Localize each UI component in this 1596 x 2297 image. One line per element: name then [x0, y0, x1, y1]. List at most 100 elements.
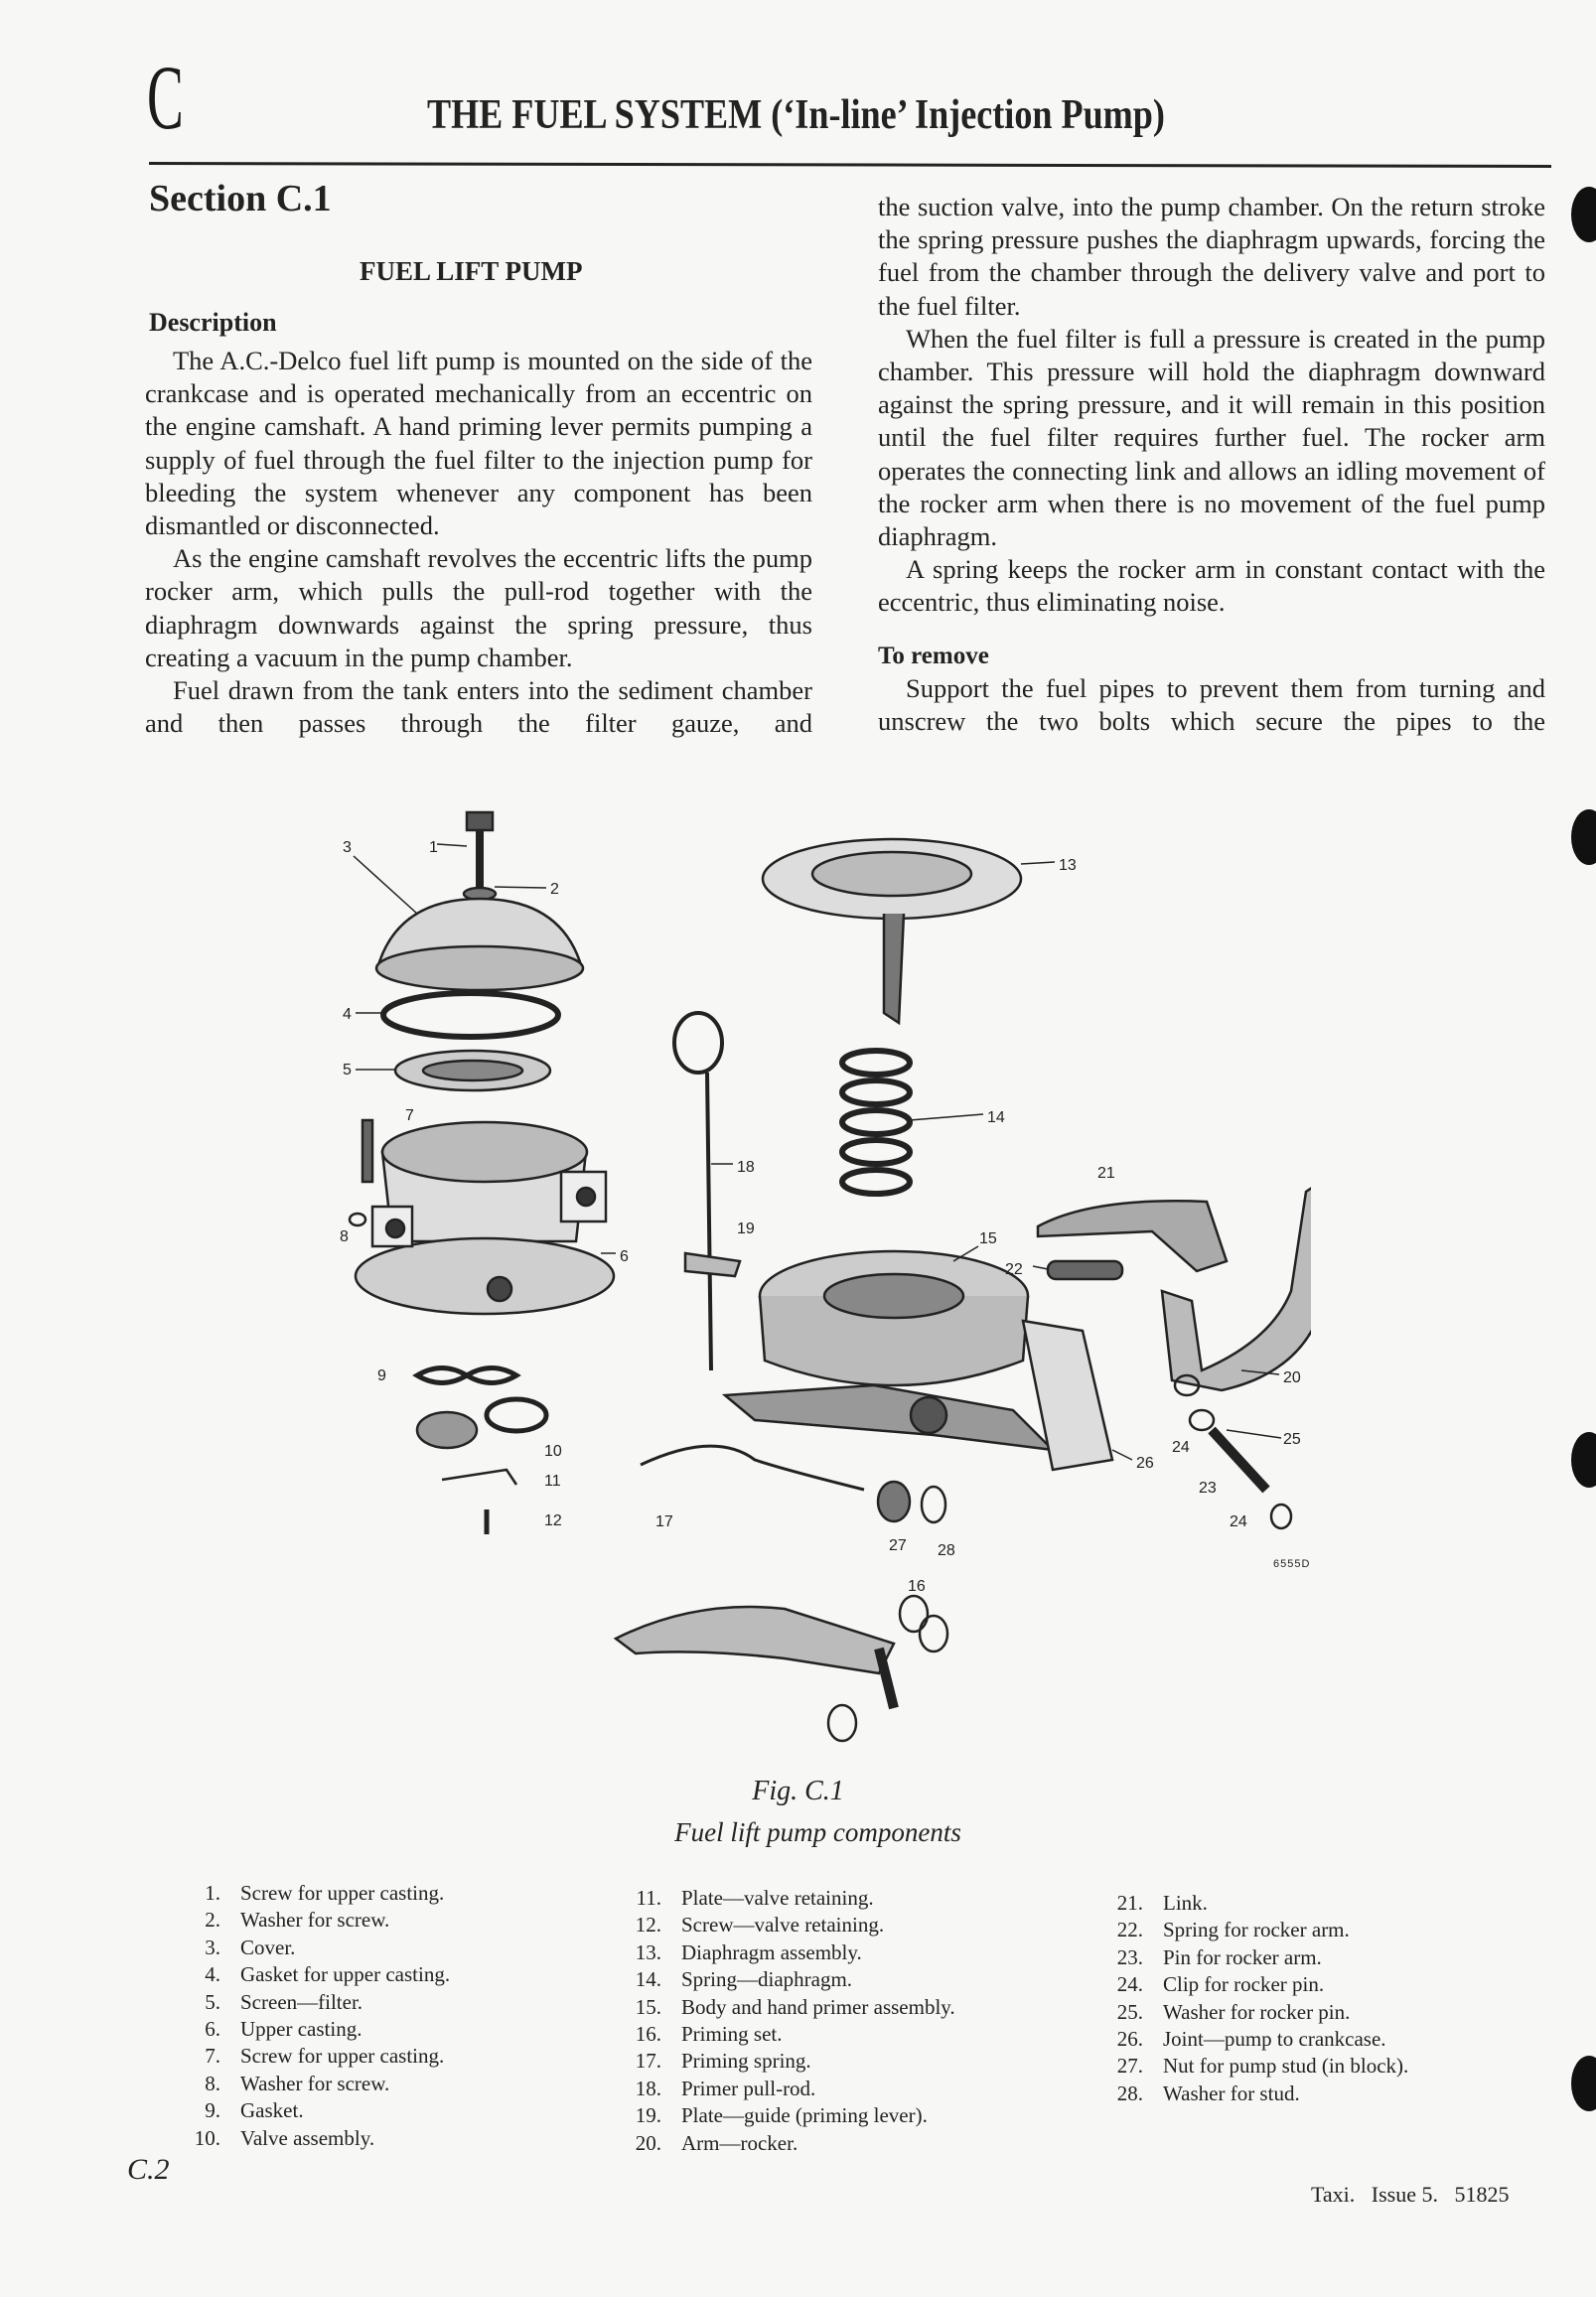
rocker-pin [1208, 1426, 1270, 1494]
callout-8: 8 [340, 1228, 349, 1245]
parts-list-item: 8. Washer for screw. [175, 2071, 450, 2097]
part-description: Pin for rocker arm. [1163, 1944, 1322, 1969]
part-description: Screen—filter. [240, 1989, 363, 2014]
parts-list-item: 10. Valve assembly. [175, 2125, 450, 2152]
parts-list-item: 17. Priming spring. [616, 2048, 955, 2075]
header-rule [148, 162, 1552, 168]
gasket-9 [412, 1365, 521, 1385]
part-number: 1. [205, 1881, 220, 1905]
part-number: 10. [194, 2125, 220, 2150]
part-number: 21. [1116, 1891, 1143, 1915]
callout-7: 7 [405, 1107, 414, 1124]
paragraph: The A.C.-Delco fuel lift pump is mounted… [145, 346, 812, 541]
part-number: 5. [205, 1989, 220, 2014]
diaphragm-assembly [761, 837, 1023, 1026]
part-number: 3. [205, 1935, 220, 1959]
callout-15: 15 [979, 1230, 997, 1247]
paragraph: As the engine camshaft revolves the ecce… [145, 543, 812, 672]
part-number: 16. [635, 2022, 661, 2047]
callout-25: 25 [1283, 1431, 1301, 1448]
callout-21: 21 [1097, 1165, 1115, 1182]
callout-10: 10 [544, 1443, 562, 1460]
valve-plate [441, 1468, 518, 1486]
valve-assembly [415, 1410, 479, 1450]
callout-labels: 1 2 3 4 5 6 7 8 9 10 11 12 13 14 15 16 1… [340, 839, 1310, 1595]
parts-list-item: 22.Spring for rocker arm. [1097, 1917, 1408, 1943]
binder-hole [1571, 2056, 1596, 2111]
fuel-lift-pump-exploded-diagram: 1 2 3 4 5 6 7 8 9 10 11 12 13 14 15 16 1… [340, 810, 1311, 1743]
part-number: 18. [635, 2076, 661, 2100]
part-description: Washer for rocker pin. [1163, 1999, 1351, 2024]
part-description: Gasket for upper casting. [240, 1962, 451, 1987]
callout-9: 9 [377, 1367, 386, 1384]
part-description: Upper casting. [240, 2017, 363, 2042]
callout-13: 13 [1059, 857, 1077, 874]
figure-number: Fig. C.1 [752, 1776, 844, 1806]
callout-2: 2 [550, 881, 559, 898]
stud-nut [876, 1480, 912, 1523]
issue-footer: Taxi. Issue 5. 51825 [1311, 2182, 1510, 2207]
part-description: Spring for rocker arm. [1163, 1918, 1350, 1942]
part-number: 20. [635, 2130, 661, 2155]
part-description: Gasket. [240, 2098, 304, 2123]
parts-list-item: 13. Diaphragm assembly. [616, 1939, 955, 1966]
part-description: Screw for upper casting. [240, 2044, 445, 2069]
part-number: 17. [635, 2049, 661, 2074]
parts-list-item: 16.Priming set. [616, 2021, 955, 2048]
priming-set [613, 1594, 949, 1743]
parts-list-item: 12.Screw—valve retaining. [616, 1912, 955, 1938]
part-number: 11. [636, 1886, 661, 1910]
part-description: Link. [1163, 1891, 1208, 1915]
primer-pull-rod [672, 1011, 742, 1371]
part-description: Plate—guide (priming lever). [681, 2103, 928, 2128]
parts-list-item: 6. Upper casting. [175, 2016, 450, 2043]
part-number: 13. [635, 1939, 661, 1964]
part-description: Primer pull-rod. [681, 2076, 816, 2100]
callout-1: 1 [429, 839, 438, 856]
part-number: 6. [205, 2017, 220, 2042]
part-description: Screw—valve retaining. [681, 1913, 885, 1938]
part-number: 7. [205, 2044, 220, 2069]
gasket-4 [380, 990, 561, 1040]
parts-list-item: 19.Plate—guide (priming lever). [616, 2102, 955, 2129]
callout-leaders [353, 843, 1282, 1461]
part-description: Diaphragm assembly. [681, 1939, 862, 1964]
part-number: 14. [635, 1967, 661, 1992]
part-description: Arm—rocker. [681, 2130, 798, 2155]
drawing-reference: 6555D [1273, 1558, 1310, 1570]
callout-20: 20 [1283, 1369, 1301, 1386]
paragraph: the suction valve, into the pump chamber… [878, 192, 1545, 321]
part-description: Priming spring. [681, 2049, 811, 2074]
parts-list-item: 24.Clip for rocker pin. [1097, 1971, 1408, 1998]
rocker-spring [1046, 1259, 1124, 1281]
callout-19: 19 [737, 1220, 755, 1237]
part-number: 8. [205, 2071, 220, 2095]
parts-list-column-1: 1. Screw for upper casting. 2. Washer for s… [175, 1880, 450, 2152]
parts-list-item: 18. Primer pull-rod. [616, 2076, 955, 2102]
parts-list-item: 9. Gasket. [175, 2097, 450, 2124]
section-label: Section C.1 [149, 178, 332, 219]
to-remove-heading: To remove [878, 642, 989, 669]
part-description: Cover. [240, 1935, 296, 1959]
callout-17: 17 [655, 1513, 673, 1530]
part-description: Valve assembly. [240, 2125, 375, 2150]
figure-caption: Fuel lift pump components [674, 1817, 961, 1847]
part-number: 27. [1116, 2054, 1143, 2079]
parts-list-item: 21. Link. [1097, 1890, 1408, 1917]
part-number: 24. [1116, 1972, 1143, 1997]
parts-list-item: 4.Gasket for upper casting. [175, 1961, 450, 1988]
part-description: Spring—diaphragm. [681, 1967, 853, 1992]
callout-16: 16 [908, 1578, 926, 1595]
part-number: 2. [205, 1908, 220, 1933]
binder-hole [1571, 809, 1596, 865]
callout-6: 6 [620, 1248, 629, 1265]
parts-list-item: 20. Arm—rocker. [616, 2130, 955, 2157]
binder-hole [1571, 187, 1596, 242]
part-description: Nut for pump stud (in block). [1163, 2054, 1409, 2079]
description-heading: Description [149, 308, 277, 337]
part-description: Washer for screw. [240, 1908, 390, 1933]
part-description: Washer for screw. [240, 2071, 390, 2095]
part-description: Joint—pump to crankcase. [1163, 2027, 1386, 2052]
parts-list-item: 14. Spring—diaphragm. [616, 1966, 955, 1993]
part-number: 9. [205, 2098, 220, 2123]
